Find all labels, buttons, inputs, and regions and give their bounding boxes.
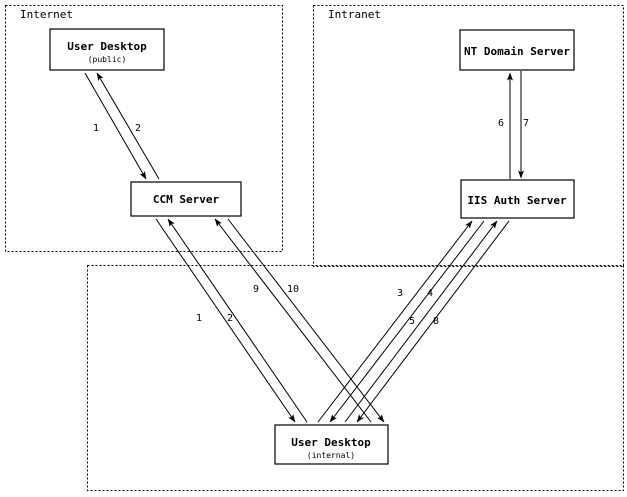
- step-label-9: 9: [253, 284, 259, 295]
- step-label-1b: 1: [196, 313, 202, 324]
- flow-group-internal-iis-a: [317, 220, 485, 423]
- zone-internet-group: Internet: [5, 5, 283, 252]
- flow-line-10: [227, 218, 385, 423]
- zone-internal-border: [87, 265, 624, 491]
- flow-line-2b: [167, 218, 308, 423]
- flow-group-ccm-internal-left: [155, 218, 308, 423]
- flow-line-9: [214, 218, 372, 423]
- flow-line-8: [356, 220, 510, 423]
- flow-group-ccm-internal-right: [214, 218, 385, 423]
- step-label-3: 3: [397, 288, 403, 299]
- flow-group-iis-nt: [507, 71, 524, 179]
- step-label-2: 2: [135, 123, 141, 134]
- flow-line-1b: [155, 218, 296, 423]
- zone-intranet-group: Intranet: [313, 5, 624, 267]
- step-label-8: 8: [433, 316, 439, 327]
- node-ccm-server-title: CCM Server: [153, 193, 220, 206]
- step-label-10: 10: [287, 284, 299, 295]
- zone-internal-group: [87, 265, 624, 491]
- node-user-desktop-public-box[interactable]: [49, 28, 165, 71]
- step-label-2b: 2: [227, 313, 233, 324]
- zone-intranet-border: [313, 5, 624, 267]
- zone-internet-label: Internet: [20, 8, 73, 21]
- node-iis-auth-server[interactable]: IIS Auth Server: [460, 179, 575, 219]
- flow-line-1: [84, 72, 147, 180]
- node-iis-auth-server-box[interactable]: [460, 179, 575, 219]
- flow-group-internal-iis-b: [344, 220, 510, 423]
- node-ccm-server[interactable]: CCM Server: [130, 181, 242, 217]
- step-labels: 1 2 1 2 9 10 3 4 5 8 6 7: [93, 118, 529, 327]
- node-nt-domain-server-title: NT Domain Server: [464, 45, 570, 58]
- node-user-desktop-public[interactable]: User Desktop (public): [49, 28, 165, 71]
- step-label-6: 6: [498, 118, 504, 129]
- node-nt-domain-server[interactable]: NT Domain Server: [459, 29, 575, 71]
- node-user-desktop-internal-title: User Desktop: [291, 436, 371, 449]
- node-user-desktop-public-title: User Desktop: [67, 40, 147, 53]
- flow-line-2: [96, 72, 160, 180]
- node-nt-domain-server-box[interactable]: [459, 29, 575, 71]
- flow-line-4: [329, 220, 485, 423]
- flow-line-3: [317, 220, 473, 423]
- step-label-1: 1: [93, 123, 99, 134]
- flow-group-public-ccm: [84, 72, 160, 180]
- node-user-desktop-internal[interactable]: User Desktop (internal): [274, 424, 389, 465]
- node-user-desktop-public-subtitle: (public): [88, 55, 127, 64]
- step-label-4: 4: [427, 288, 433, 299]
- zone-internet-border: [5, 5, 283, 252]
- step-label-5: 5: [409, 316, 415, 327]
- node-ccm-server-box[interactable]: [130, 181, 242, 217]
- step-label-7: 7: [523, 118, 529, 129]
- node-user-desktop-internal-subtitle: (internal): [307, 451, 355, 460]
- zone-intranet-label: Intranet: [328, 8, 381, 21]
- node-iis-auth-server-title: IIS Auth Server: [467, 194, 567, 207]
- flow-line-5: [344, 220, 498, 423]
- node-user-desktop-internal-box[interactable]: [274, 424, 389, 465]
